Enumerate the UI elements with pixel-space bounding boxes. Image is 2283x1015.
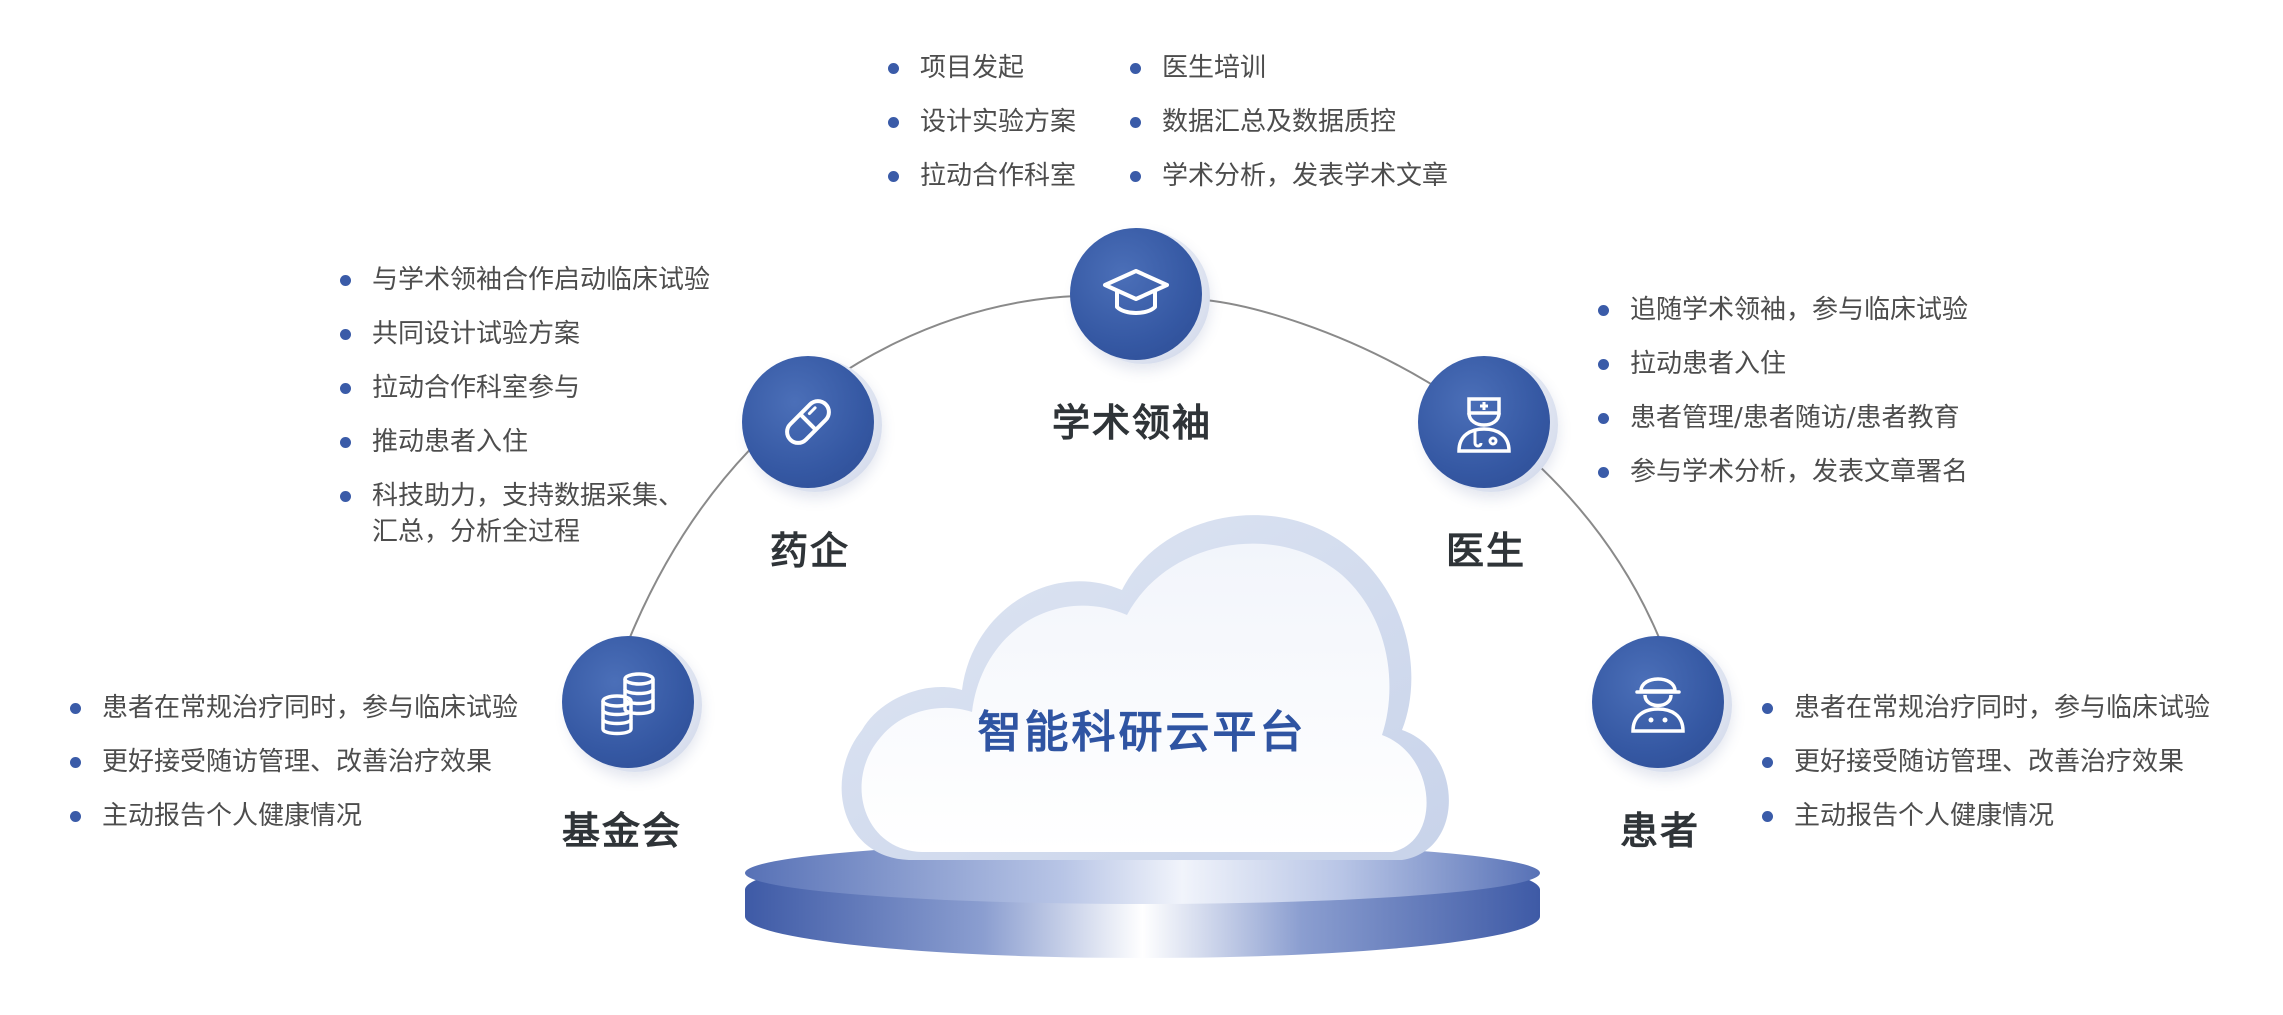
platform-title: 智能科研云平台 [977,707,1307,758]
academic-right-list: 医生培训 数据汇总及数据质控 学术分析，发表学术文章 [1130,50,1448,212]
academic-leader-node[interactable] [1070,228,1210,364]
graduation-cap-icon [1103,269,1169,315]
list-item: 主动报告个人健康情况 [1762,798,2210,834]
list-item: 学术分析，发表学术文章 [1130,158,1448,194]
node-disc [1592,636,1724,768]
list-item: 拉动患者入住 [1598,346,1968,382]
patient-node[interactable] [1592,636,1732,772]
list-item: 数据汇总及数据质控 [1130,104,1448,140]
academic-left-list: 项目发起 设计实验方案 拉动合作科室 [888,50,1076,212]
list-item: 拉动合作科室 [888,158,1076,194]
node-disc [1418,356,1550,488]
coin-stack-icon [601,672,655,736]
list-item: 患者管理/患者随访/患者教育 [1598,400,1968,436]
list-item: 主动报告个人健康情况 [70,798,518,834]
foundation-list: 患者在常规治疗同时，参与临床试验 更好接受随访管理、改善治疗效果 主动报告个人健… [70,690,518,852]
list-item: 参与学术分析，发表文章署名 [1598,454,1968,490]
list-item: 更好接受随访管理、改善治疗效果 [1762,744,2210,780]
pharma-list: 与学术领袖合作启动临床试验 共同设计试验方案 拉动合作科室参与 推动患者入住 科… [340,262,710,568]
list-item: 医生培训 [1130,50,1448,86]
foundation-node[interactable] [562,636,702,772]
pharma-label: 药企 [769,529,851,573]
list-item: 科技助力，支持数据采集、汇总，分析全过程 [340,478,692,550]
capsule-icon [785,399,831,445]
doctor-list: 追随学术领袖，参与临床试验 拉动患者入住 患者管理/患者随访/患者教育 参与学术… [1598,292,1968,508]
academic-leader-label: 学术领袖 [1051,401,1213,445]
list-item: 追随学术领袖，参与临床试验 [1598,292,1968,328]
node-disc [742,356,874,488]
list-item: 患者在常规治疗同时，参与临床试验 [70,690,518,726]
list-item: 更好接受随访管理、改善治疗效果 [70,744,518,780]
node-disc [1070,228,1202,360]
list-item: 与学术领袖合作启动临床试验 [340,262,710,298]
foundation-label: 基金会 [561,809,683,853]
list-item: 项目发起 [888,50,1076,86]
cloud-icon [841,515,1449,860]
list-item: 设计实验方案 [888,104,1076,140]
doctor-label: 医生 [1445,529,1527,573]
list-item: 患者在常规治疗同时，参与临床试验 [1762,690,2210,726]
list-item: 推动患者入住 [340,424,710,460]
patient-icon [1631,677,1685,733]
patient-label: 患者 [1619,809,1701,853]
node-disc [562,636,694,768]
list-item: 拉动合作科室参与 [340,370,710,406]
doctor-icon [1457,397,1511,453]
list-item: 共同设计试验方案 [340,316,710,352]
doctor-node[interactable] [1418,356,1558,492]
pharma-node[interactable] [742,356,882,492]
patient-list: 患者在常规治疗同时，参与临床试验 更好接受随访管理、改善治疗效果 主动报告个人健… [1762,690,2210,852]
